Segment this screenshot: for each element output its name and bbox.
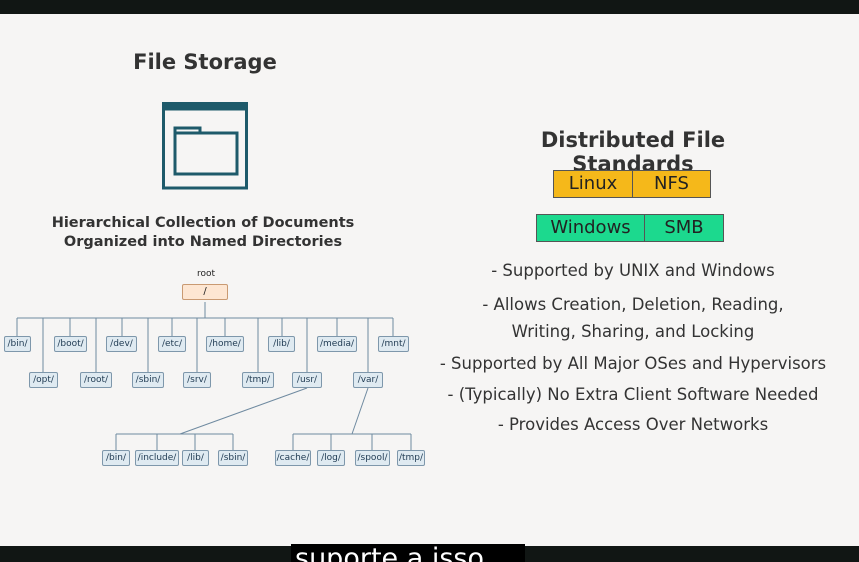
- tree-root-node: /: [182, 284, 228, 300]
- windows-chip: Windows: [536, 214, 645, 242]
- bullet-access-over-networks: - Provides Access Over Networks: [497, 415, 769, 434]
- tree-node-dev: /dev/: [106, 336, 137, 352]
- bullet-supported-unix-windows: - Supported by UNIX and Windows: [491, 261, 775, 280]
- description-line-1: Hierarchical Collection of Documents: [51, 215, 355, 231]
- tree-node-var-log: /log/: [317, 450, 345, 466]
- tree-node-tmp: /tmp/: [242, 372, 274, 388]
- tree-node-usr-lib: /lib/: [182, 450, 209, 466]
- tree-node-var-tmp: /tmp/: [397, 450, 425, 466]
- smb-chip: SMB: [644, 214, 724, 242]
- tree-node-usr-include: /include/: [135, 450, 179, 466]
- description-line-2: Organized into Named Directories: [63, 234, 343, 250]
- tree-node-home: /home/: [206, 336, 244, 352]
- tree-node-boot: /boot/: [54, 336, 87, 352]
- distributed-file-standards-title: Distributed File Standards: [540, 128, 726, 176]
- linux-chip: Linux: [553, 170, 633, 198]
- nfs-chip: NFS: [632, 170, 711, 198]
- tree-node-usr-bin: /bin/: [102, 450, 130, 466]
- tree-node-sbin: /sbin/: [132, 372, 164, 388]
- tree-node-usr: /usr/: [292, 372, 322, 388]
- folder-window-icon: [162, 102, 248, 190]
- tree-node-var-cache: /cache/: [275, 450, 311, 466]
- bullet-major-oses: - Supported by All Major OSes and Hyperv…: [439, 354, 827, 373]
- file-storage-title: File Storage: [133, 50, 277, 74]
- directory-tree-lines: [16, 302, 412, 450]
- tree-node-var-spool: /spool/: [355, 450, 390, 466]
- tree-node-bin: /bin/: [4, 336, 31, 352]
- tree-node-mnt: /mnt/: [378, 336, 409, 352]
- subtitle-text: suporte a isso.: [295, 544, 493, 562]
- tree-node-media: /media/: [317, 336, 357, 352]
- tree-node-usr-sbin: /sbin/: [218, 450, 248, 466]
- tree-root-label: root: [196, 269, 216, 279]
- subtitle-caption: suporte a isso.: [291, 544, 525, 562]
- tree-node-var: /var/: [353, 372, 383, 388]
- tree-node-opt: /opt/: [29, 372, 58, 388]
- tree-node-srv: /srv/: [183, 372, 211, 388]
- tree-node-etc: /etc/: [158, 336, 186, 352]
- tree-node-root: /root/: [80, 372, 112, 388]
- slide: File Storage Hierarchical Collection of …: [0, 14, 859, 546]
- file-storage-description: Hierarchical Collection of Documents Org…: [0, 214, 406, 252]
- bullet-allows-creation-line2: Writing, Sharing, and Locking: [511, 322, 755, 341]
- bullet-no-client-software: - (Typically) No Extra Client Software N…: [447, 385, 819, 404]
- tree-node-lib: /lib/: [268, 336, 295, 352]
- bullet-allows-creation-line1: - Allows Creation, Deletion, Reading,: [482, 295, 784, 314]
